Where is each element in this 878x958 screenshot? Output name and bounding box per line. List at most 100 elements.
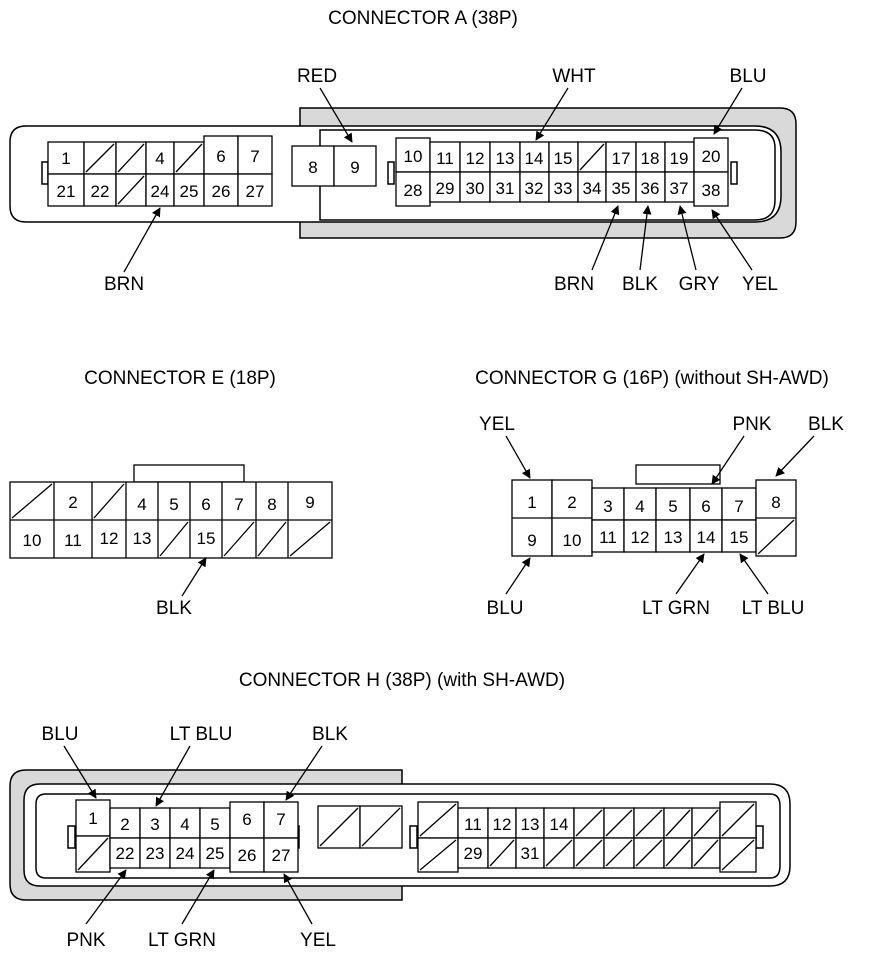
- wire-label-brn: BRN: [554, 274, 594, 295]
- pin-label: 2: [120, 815, 129, 834]
- pin-label: 13: [521, 815, 540, 834]
- connector-h-wire-labels: BLU LT BLU BLK PNK LT GRN YEL: [42, 724, 349, 951]
- pin-label: 28: [404, 181, 423, 200]
- pin-label: 1: [527, 493, 536, 512]
- pin-label: 10: [563, 531, 582, 550]
- pin-label: 11: [464, 815, 482, 834]
- wire-label-blu: BLU: [730, 66, 767, 87]
- pin-label: 18: [641, 149, 660, 168]
- pin-label: 32: [525, 179, 544, 198]
- connector-e-pins: 2 4 5 6 7 8 9 10 11 12 13 15: [23, 493, 315, 550]
- pin-label: 7: [276, 810, 285, 829]
- pin-label: 6: [201, 495, 210, 514]
- pin-label: 3: [603, 497, 612, 516]
- connector-h-left-block: [75, 799, 299, 873]
- leader-line: [181, 557, 207, 597]
- connector-h-right-pins: 11 12 13 14 29 31: [464, 815, 569, 863]
- pin-label: 11: [64, 531, 82, 550]
- pin-label: 31: [496, 179, 515, 198]
- pin-label: 2: [68, 493, 77, 512]
- pin-label: 6: [701, 497, 710, 516]
- pin-label: 1: [88, 809, 97, 828]
- pin-label: 11: [599, 528, 617, 547]
- pin-label: 17: [612, 149, 631, 168]
- pin-label: 9: [527, 531, 536, 550]
- pin-label: 13: [664, 528, 683, 547]
- wire-label-yel: YEL: [479, 414, 515, 435]
- pin-label: 1: [61, 149, 70, 168]
- pin-label: 21: [57, 182, 76, 201]
- pin-label: 6: [242, 810, 251, 829]
- pin-label: 11: [436, 149, 454, 168]
- pin-label: 12: [493, 815, 512, 834]
- wire-label-gry: GRY: [679, 274, 720, 295]
- pin-label: 24: [176, 844, 195, 863]
- connector-h-right-block: [417, 801, 757, 873]
- pin-label: 3: [150, 815, 159, 834]
- connector-e: CONNECTOR E (18P) 2 4 5 6 7 8 9 10 11 12…: [9, 368, 333, 619]
- pin-label: 26: [238, 846, 257, 865]
- connector-g-housing: [511, 464, 797, 557]
- connector-a-left-block: [47, 135, 273, 207]
- connector-a-wire-labels: RED WHT BLU BRN BRN BLK GRY YEL: [104, 66, 778, 295]
- connector-a-left-pins: 1 4 6 7 21 22 24 25 26 27: [57, 147, 265, 201]
- pin-label: 7: [734, 497, 743, 516]
- pin-label: 4: [137, 495, 146, 514]
- pin-label: 9: [350, 158, 359, 177]
- pin-label: 4: [155, 149, 164, 168]
- pin-label: 23: [146, 844, 165, 863]
- wire-label-brn: BRN: [104, 274, 144, 295]
- pin-label: 10: [404, 147, 423, 166]
- pin-label: 5: [210, 815, 219, 834]
- pin-label: 9: [305, 493, 314, 512]
- wire-label-yel: YEL: [300, 930, 336, 951]
- connector-g-leaders: [505, 435, 815, 595]
- pin-label: 25: [180, 182, 199, 201]
- pin-label: 19: [670, 149, 689, 168]
- wire-label-lt-blu: LT BLU: [170, 724, 233, 745]
- pin-label: 29: [464, 844, 483, 863]
- connector-h-left-pins: 1 2 3 4 5 6 7 22 23 24 25 26 27: [88, 809, 290, 865]
- pin-label: 2: [567, 493, 576, 512]
- wire-label-yel: YEL: [742, 274, 778, 295]
- pin-label: 15: [197, 529, 216, 548]
- pin-label: 22: [91, 182, 110, 201]
- connector-g: CONNECTOR G (16P) (without SH-AWD) 1 2 3…: [475, 368, 844, 619]
- connector-a-right-block: [395, 137, 729, 207]
- connector-g-wire-labels: YEL PNK BLK BLU LT GRN LT BLU: [479, 414, 844, 619]
- pin-label: 22: [116, 844, 135, 863]
- pin-label: 13: [496, 149, 515, 168]
- pin-label: 33: [554, 179, 573, 198]
- pin-label: 20: [702, 147, 721, 166]
- pin-label: 4: [180, 815, 189, 834]
- connector-a-leaders: [123, 87, 753, 273]
- wire-label-pnk: PNK: [732, 414, 771, 435]
- pin-label: 14: [550, 815, 569, 834]
- connector-a-mid-block: [291, 145, 377, 187]
- wire-label-blk: BLK: [622, 274, 658, 295]
- pin-label: 7: [234, 495, 243, 514]
- wire-label-red: RED: [297, 66, 337, 87]
- pin-label: 12: [100, 529, 119, 548]
- connector-g-pins: 1 2 3 4 5 6 7 8 9 10 11 12 13 14 15: [527, 493, 780, 550]
- pin-label: 15: [730, 528, 749, 547]
- wire-label-blu: BLU: [487, 598, 524, 619]
- connector-e-title: CONNECTOR E (18P): [84, 368, 276, 389]
- pin-label: 31: [521, 844, 540, 863]
- pin-label: 36: [641, 179, 660, 198]
- pin-label: 27: [246, 182, 265, 201]
- wire-label-lt-blu: LT BLU: [742, 598, 805, 619]
- pin-label: 38: [702, 181, 721, 200]
- pin-label: 6: [216, 147, 225, 166]
- pin-label: 5: [169, 495, 178, 514]
- connector-e-housing: [9, 464, 333, 559]
- pin-label: 13: [133, 529, 152, 548]
- wire-label-wht: WHT: [552, 66, 596, 87]
- pin-label: 4: [635, 497, 644, 516]
- pin-label: 26: [212, 182, 231, 201]
- wire-label-blu: BLU: [42, 724, 79, 745]
- pin-label: 8: [771, 493, 780, 512]
- wire-label-lt-grn: LT GRN: [148, 930, 216, 951]
- pin-label: 30: [466, 179, 485, 198]
